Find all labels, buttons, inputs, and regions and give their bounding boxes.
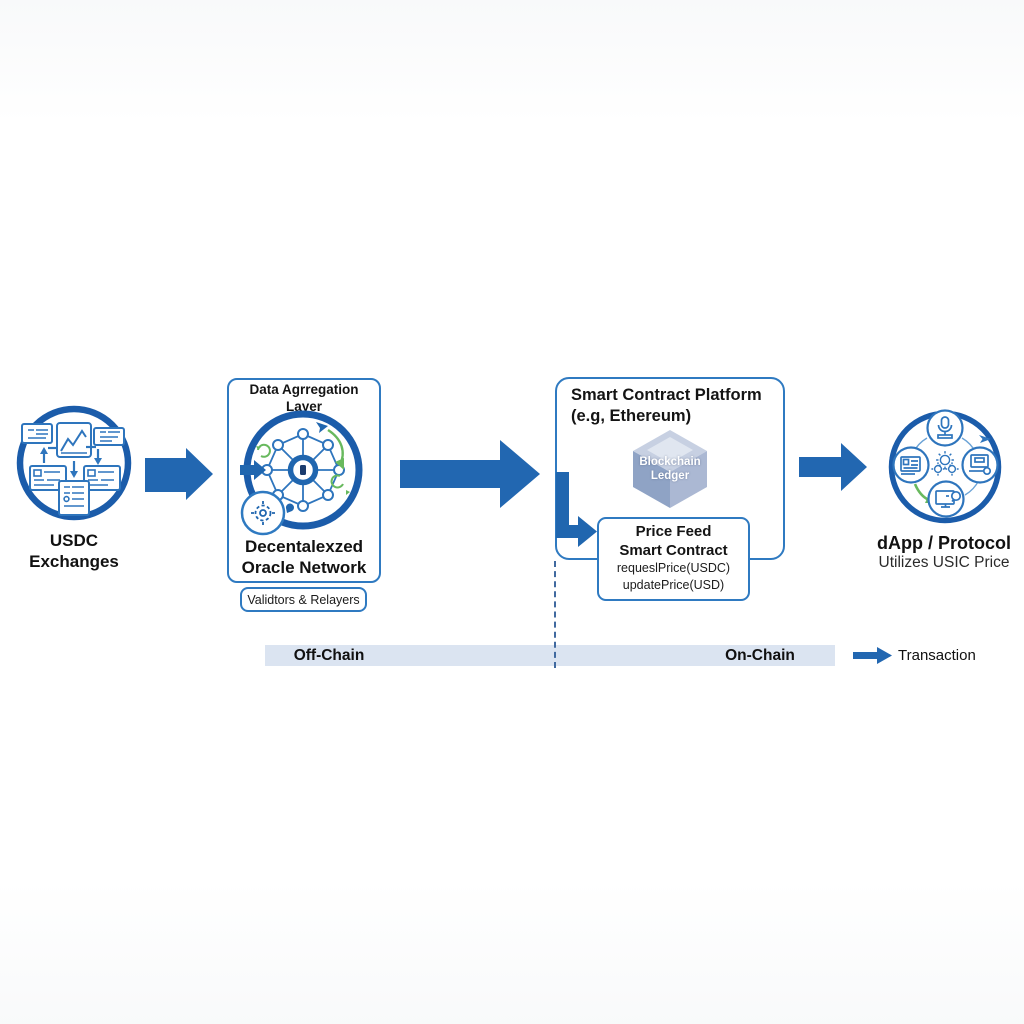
dapp-label-line2: Utilizes USIC Price [878,554,1010,571]
data-aggregation-header-line2: Layer [285,399,323,415]
green-node-glyphs [256,443,350,495]
blockchain-cube-label: Blockchain Ledger [633,455,707,484]
flow-arrow-1 [145,448,213,500]
data-aggregation-header: Data Agrregation Layer [227,381,381,416]
cube-label-line2: Ledger [650,470,690,483]
chain-divider-line [554,561,556,668]
card-detail-lines [28,429,120,507]
dapp-protocol-circle [888,409,1002,524]
price-feed-fn2: updatePrice(USD) [622,578,725,593]
gear-subcircle [240,490,286,536]
data-aggregation-header-line1: Data Agrregation [249,382,359,397]
oracle-network-label-line2: Oracle Network [241,557,367,577]
platform-title: Smart Contract Platform (e.g, Ethereum) [571,385,781,428]
off-chain-label: Off-Chain [293,647,365,664]
transaction-legend-label: Transaction [898,647,976,664]
oracle-network-circle [240,410,363,536]
plane-icon [979,435,991,443]
oracle-network-label: Decentalexzed Oracle Network [227,537,381,578]
usdc-exchanges-label-line2: Exchanges [29,551,119,571]
platform-title-line1: Smart Contract Platform [571,386,762,404]
transaction-arrow-icon [853,647,892,664]
usdc-exchanges-circle [16,405,132,521]
microphone-icon [937,416,953,439]
validators-relayers-badge: Validtors & Relayers [240,587,367,612]
relay-arrow-icon [316,422,328,433]
dapp-label-line1: dApp / Protocol [877,533,1011,553]
computer-icon [969,454,992,476]
bird-glyph-icon [285,503,294,513]
flow-arrow-2 [400,440,540,508]
document-icon [900,456,921,475]
flow-arrow-3 [799,443,867,491]
blockchain-cube-icon [633,430,707,508]
cube-label-line1: Blockchain [639,456,701,468]
contract-call-arrow [556,472,597,547]
chain-zone-bar [265,645,835,666]
gears-icon [931,451,959,476]
platform-title-line2: (e.g, Ethereum) [571,407,692,426]
oracle-hub-core [300,465,306,475]
network-input-arrow [240,460,266,480]
price-feed-fn1: requeslPrice(USDC) [616,560,731,575]
gear-chip-icon [251,501,275,525]
oracle-network-label-line1: Decentalexzed [244,537,364,556]
price-feed-title-line2: Smart Contract [619,541,728,559]
usdc-exchanges-label: USDC Exchanges [4,531,144,572]
usdc-exchanges-label-line1: USDC [49,531,99,550]
dapp-protocol-label: dApp / Protocol Utilizes USIC Price [874,533,1014,572]
green-flow-arrowhead [335,458,344,470]
price-feed-title-line1: Price Feed [635,523,712,541]
cycle-arrows-icon [40,445,102,478]
on-chain-label: On-Chain [725,647,795,664]
validators-relayers-label: Validtors & Relayers [247,592,360,607]
price-feed-contract-box: Price Feed Smart Contract requeslPrice(U… [597,517,750,601]
monitor-chat-icon [935,490,962,508]
